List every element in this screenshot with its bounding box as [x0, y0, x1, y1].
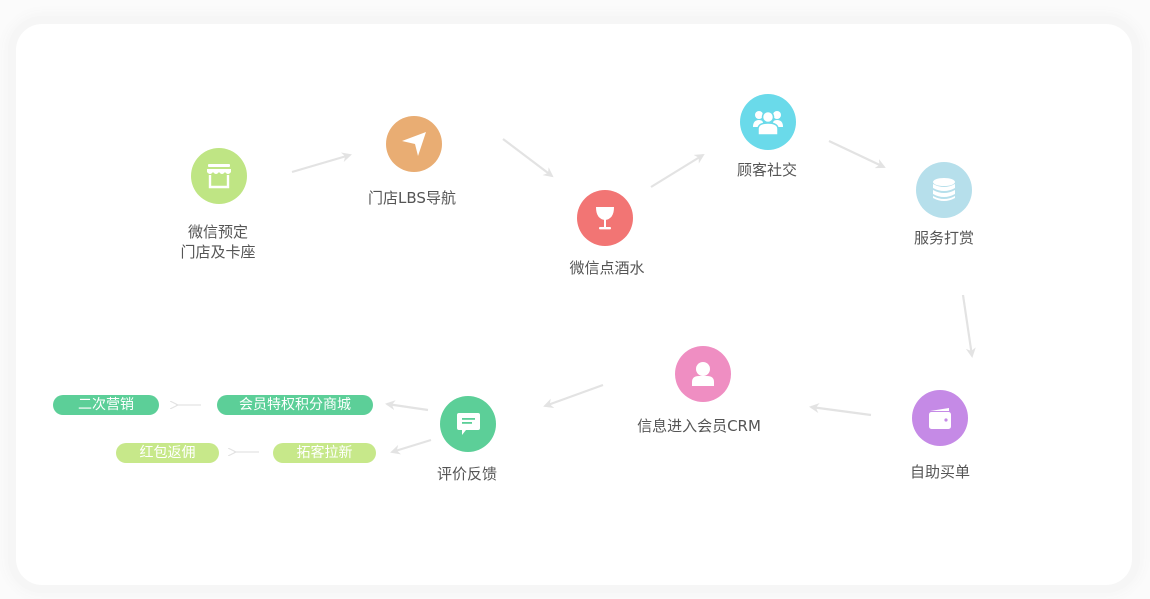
flow-card: [16, 24, 1132, 585]
arrow-lbs-to-drinks: [502, 138, 554, 178]
arrow-feedback-to-acquire: [390, 438, 432, 455]
node-tip-label: 服务打赏: [913, 229, 975, 247]
node-feedback-label: 评价反馈: [436, 465, 498, 483]
arrow-social-to-tip: [828, 140, 886, 169]
pill-acquire-customers: 拓客拉新: [273, 443, 376, 463]
storefront-icon: [191, 148, 247, 204]
arrow-drinks-to-social: [650, 153, 705, 188]
pill-remarketing: 二次营销: [53, 395, 159, 415]
arrow-reserve-to-lbs: [291, 152, 352, 174]
wine-glass-icon: [577, 190, 633, 246]
node-social-label: 顾客社交: [736, 161, 798, 179]
users-group-icon: [740, 94, 796, 150]
navigation-arrow-icon: [386, 116, 442, 172]
coin-stack-icon: [916, 162, 972, 218]
arrow-crm-to-feedback: [543, 383, 604, 408]
pill-red-packet-commission: 红包返佣: [116, 443, 219, 463]
arrow-feedback-to-mall: [385, 400, 429, 412]
node-reserve-label-line1: 微信预定: [187, 223, 249, 241]
user-icon: [675, 346, 731, 402]
node-reserve-label-line2: 门店及卡座: [180, 243, 256, 261]
arrow-checkout-to-crm: [809, 403, 872, 417]
node-checkout-label: 自助买单: [909, 463, 971, 481]
arrow-tip-to-checkout: [961, 294, 976, 358]
chat-bubble-icon: [440, 396, 496, 452]
wallet-icon: [912, 390, 968, 446]
node-drinks-label: 微信点酒水: [569, 259, 645, 277]
pill-member-mall: 会员特权积分商城: [217, 395, 373, 415]
node-crm-label: 信息进入会员CRM: [637, 417, 761, 435]
node-lbs-label: 门店LBS导航: [368, 189, 456, 207]
